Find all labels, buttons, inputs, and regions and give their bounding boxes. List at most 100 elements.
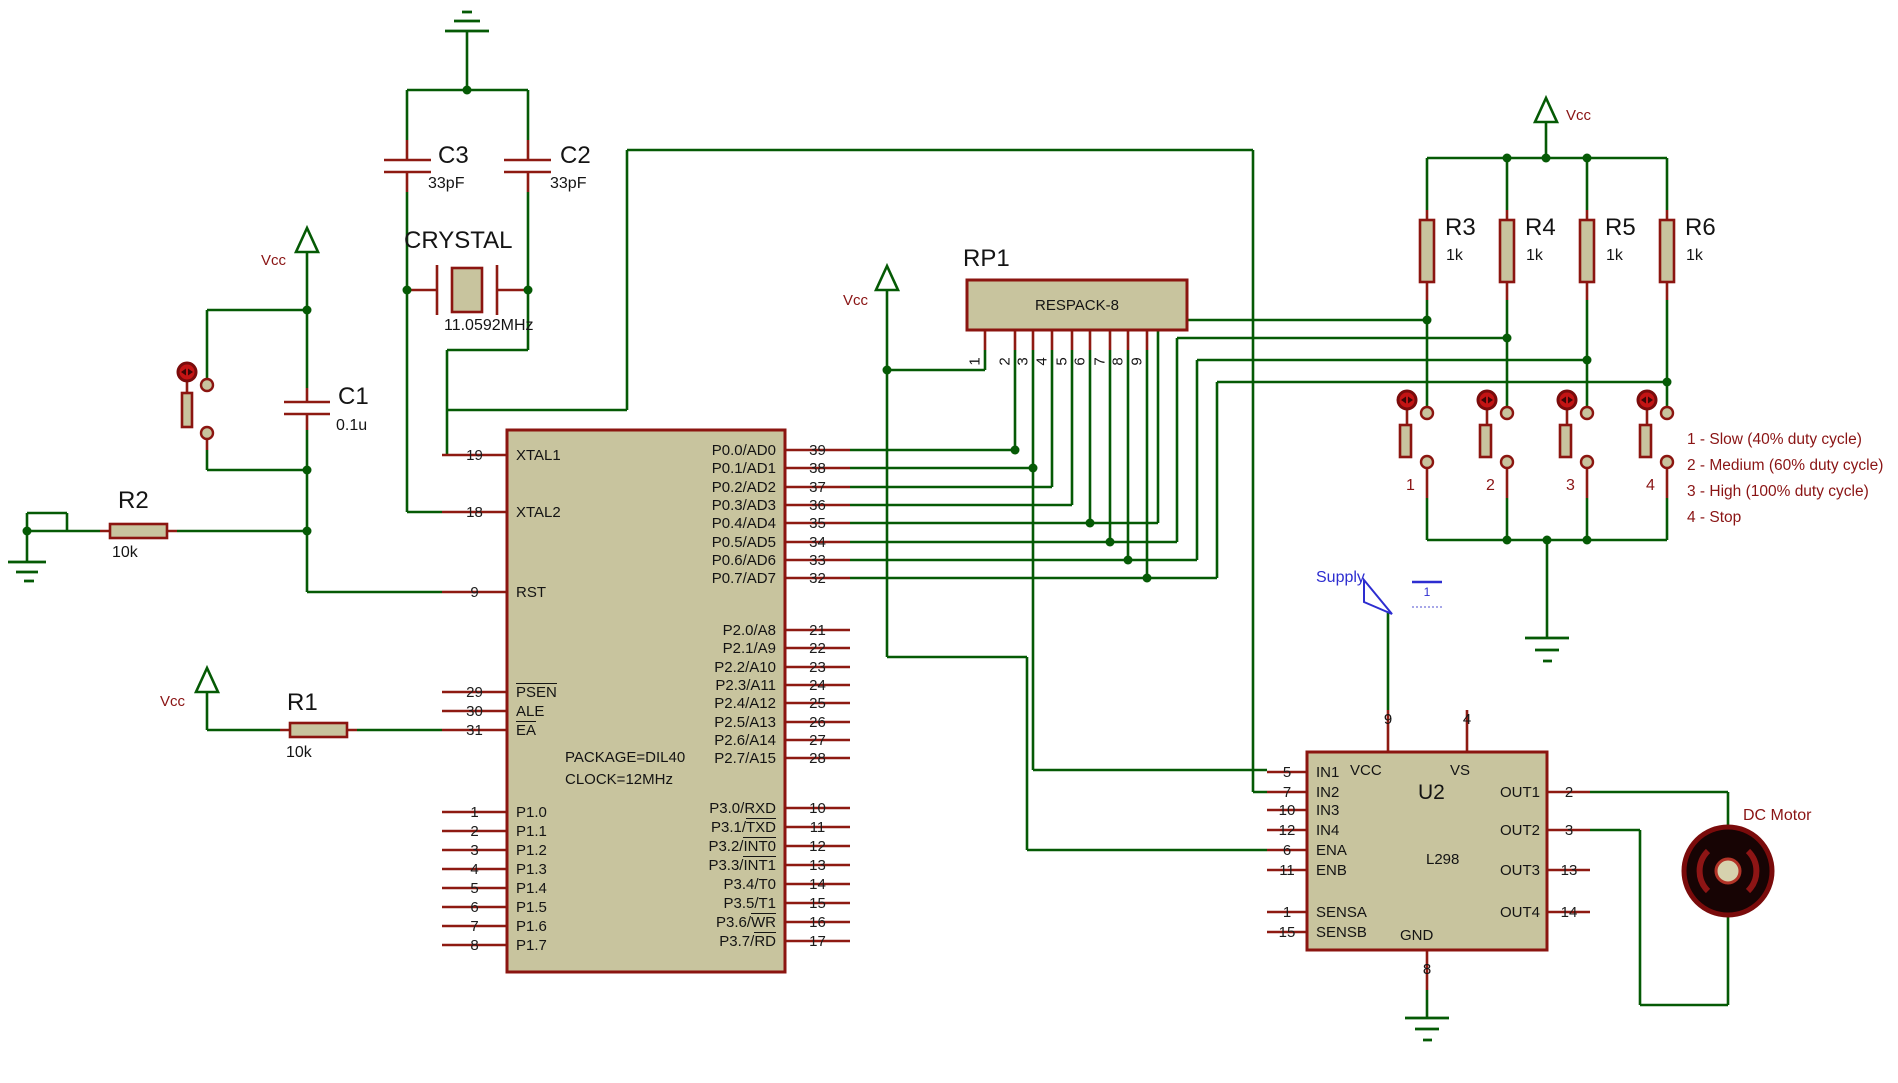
driver-pin-vs-num: 4 [1462,711,1472,728]
button-2-label: 2 [1486,477,1495,494]
speed-button-3-indicator[interactable] [1556,389,1578,411]
resistor-r4-body[interactable] [1498,218,1516,284]
button-3-label: 3 [1566,477,1575,494]
dc-motor-label: DC Motor [1743,807,1812,824]
speed-button-4-indicator[interactable] [1636,389,1658,411]
button-1-label: 1 [1406,477,1415,494]
junction-dots [22,85,1672,583]
vcc-arrow-reset[interactable] [293,224,321,254]
supply-pin-label: 1 [1423,585,1431,599]
rp1-pin-2: 2 [996,357,1014,366]
supply-probe[interactable] [1363,577,1442,615]
speed-button-1[interactable] [1396,389,1435,470]
speed-button-2[interactable] [1476,389,1515,470]
supply-label: Supply [1316,569,1365,586]
vcc-label-rp1: Vcc [843,292,869,309]
rp1-pin-8: 8 [1109,357,1127,366]
r6-ref: R6 [1685,214,1716,241]
respack-body[interactable] [965,278,1189,332]
resistor-r3-body[interactable] [1418,218,1436,284]
rp1-pin-5: 5 [1053,357,1071,366]
r2-value: 10k [112,544,138,561]
speed-button-4[interactable] [1636,389,1675,470]
c3-ref: C3 [438,142,469,169]
resistor-r5-body[interactable] [1578,218,1596,284]
crystal-body[interactable] [450,266,484,314]
speed-button-2-indicator[interactable] [1476,389,1498,411]
resistor-r2-body[interactable] [108,522,169,540]
rp1-pin-4: 4 [1033,357,1051,366]
rp1-pin-9: 9 [1128,357,1146,366]
vcc-arrow-rp1[interactable] [873,262,901,292]
driver-body[interactable] [1305,750,1549,952]
r3-ref: R3 [1445,214,1476,241]
legend-line-1: 1 - Slow (40% duty cycle) [1687,431,1862,448]
c1-value: 0.1u [336,417,368,434]
ground-symbols[interactable] [8,10,1569,1042]
crystal-ref: CRYSTAL [404,227,513,254]
r6-value: 1k [1686,247,1703,264]
vcc-terminals[interactable] [193,94,1560,694]
dc-motor-symbol[interactable] [1681,824,1775,918]
mcu-body[interactable] [505,428,787,974]
vcc-label-r1: Vcc [160,693,186,710]
vcc-arrow-pullups[interactable] [1532,94,1560,124]
resistor-r6-body[interactable] [1658,218,1676,284]
button-4-label: 4 [1646,477,1655,494]
resistor-r1-body[interactable] [288,721,349,739]
c2-value: 33pF [550,175,587,192]
c3-value: 33pF [428,175,465,192]
speed-button-3[interactable] [1556,389,1595,470]
vcc-label-pullups: Vcc [1566,107,1592,124]
driver-pin-vcc-name: VCC [1350,762,1382,779]
driver-ref: U2 [1418,781,1445,804]
reset-button-indicator[interactable] [176,361,198,383]
c1-ref: C1 [338,383,369,410]
r3-value: 1k [1446,247,1463,264]
mcu-attr-package: PACKAGE=DIL40 [565,749,686,766]
rp1-pin-7: 7 [1091,357,1109,366]
c2-ref: C2 [560,142,591,169]
vcc-label-reset: Vcc [261,252,287,269]
driver-pin-gnd-num: 8 [1422,961,1432,978]
reset-button[interactable] [176,361,215,441]
vcc-arrow-r1[interactable] [193,664,221,694]
speed-button-1-indicator[interactable] [1396,389,1418,411]
rp1-ref: RP1 [963,245,1010,272]
r5-ref: R5 [1605,214,1636,241]
